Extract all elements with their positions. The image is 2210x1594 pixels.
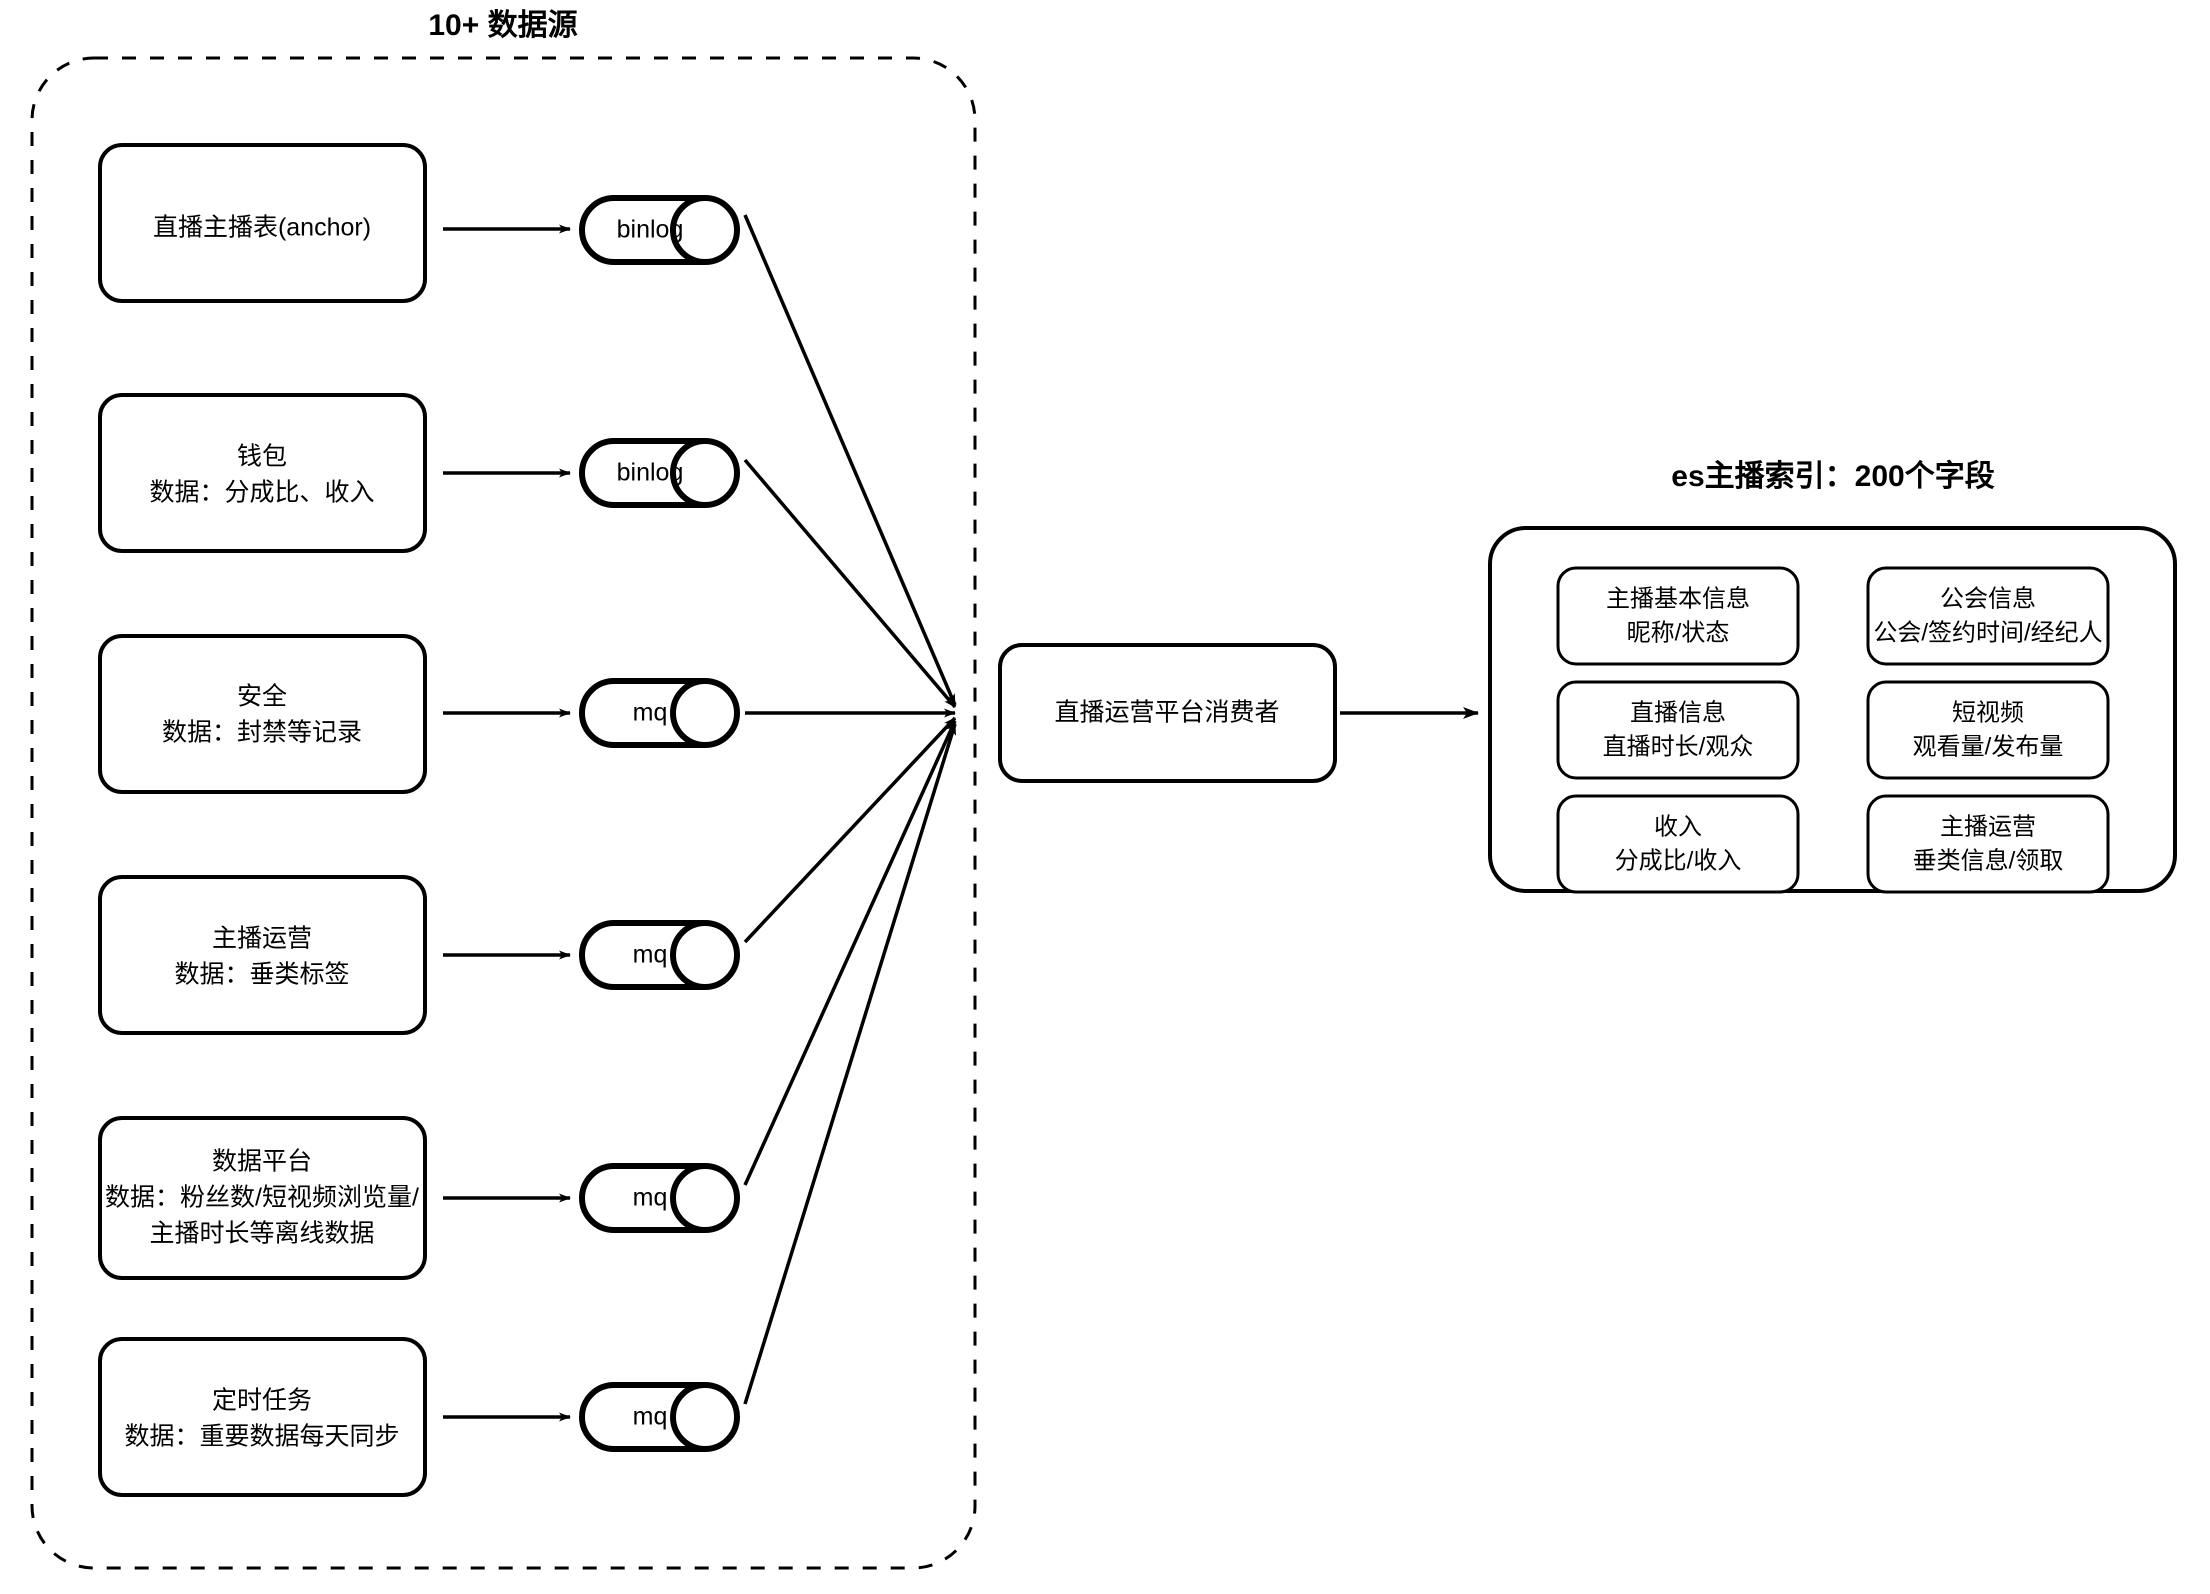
queue-label: mq <box>633 941 668 969</box>
es-field-line-1: 直播信息 <box>1630 699 1726 726</box>
source-label-line-1: 定时任务 <box>212 1387 312 1415</box>
source-label-line-2: 数据：分成比、收入 <box>149 479 374 507</box>
es-field-line-1: 主播基本信息 <box>1606 585 1750 612</box>
es-field-line-2: 昵称/状态 <box>1627 619 1730 646</box>
source-box-scheduled-task[interactable]: 定时任务 数据：重要数据每天同步 <box>98 1337 427 1497</box>
es-field-anchor-operation[interactable]: 主播运营 垂类信息/领取 <box>1866 794 2110 894</box>
source-box-wallet[interactable]: 钱包 数据：分成比、收入 <box>98 393 427 553</box>
source-box-anchor-operation[interactable]: 主播运营 数据：垂类标签 <box>98 875 427 1035</box>
source-label-line-2: 数据：粉丝数/短视频浏览量/ <box>105 1184 419 1212</box>
es-field-line-1: 公会信息 <box>1940 585 2036 612</box>
sources-group-title: 10+ 数据源 <box>428 9 577 42</box>
queue-cylinder-mq-2[interactable]: mq <box>579 920 740 990</box>
consumer-box[interactable]: 直播运营平台消费者 <box>998 643 1337 783</box>
queue-cylinder-mq-4[interactable]: mq <box>579 1382 740 1452</box>
es-field-live-info[interactable]: 直播信息 直播时长/观众 <box>1556 680 1800 780</box>
es-field-line-2: 公会/签约时间/经纪人 <box>1873 619 2102 646</box>
es-field-guild-info[interactable]: 公会信息 公会/签约时间/经纪人 <box>1866 566 2110 666</box>
consumer-label: 直播运营平台消费者 <box>1054 699 1279 727</box>
source-label-line-1: 钱包 <box>237 443 287 471</box>
es-field-line-1: 收入 <box>1654 813 1702 840</box>
queue-cylinder-mq-1[interactable]: mq <box>579 678 740 748</box>
queue-label: mq <box>633 699 668 727</box>
es-field-anchor-basic-info[interactable]: 主播基本信息 昵称/状态 <box>1556 566 1800 666</box>
es-field-line-2: 分成比/收入 <box>1615 847 1742 874</box>
sources-group-border <box>30 56 977 1570</box>
queue-label: mq <box>633 1184 668 1212</box>
queue-cylinder-binlog-2[interactable]: binlog <box>579 438 740 508</box>
source-label-line-2: 数据：重要数据每天同步 <box>124 1423 399 1451</box>
es-field-line-1: 短视频 <box>1952 699 2024 726</box>
es-field-revenue[interactable]: 收入 分成比/收入 <box>1556 794 1800 894</box>
source-box-data-platform[interactable]: 数据平台 数据：粉丝数/短视频浏览量/ 主播时长等离线数据 <box>98 1116 427 1280</box>
source-box-security[interactable]: 安全 数据：封禁等记录 <box>98 634 427 794</box>
source-label-line-1: 直播主播表(anchor) <box>153 214 371 242</box>
es-field-short-video[interactable]: 短视频 观看量/发布量 <box>1866 680 2110 780</box>
es-field-line-2: 垂类信息/领取 <box>1913 847 2064 874</box>
source-label-line-2: 数据：垂类标签 <box>174 961 349 989</box>
queue-label: mq <box>633 1403 668 1431</box>
source-box-anchor-table[interactable]: 直播主播表(anchor) <box>98 143 427 303</box>
source-label-line-3: 主播时长等离线数据 <box>149 1220 374 1248</box>
source-label-line-2: 数据：封禁等记录 <box>162 719 362 747</box>
es-field-line-1: 主播运营 <box>1940 813 2036 840</box>
source-label-line-1: 安全 <box>237 683 287 711</box>
queue-label: binlog <box>617 216 684 244</box>
queue-cylinder-mq-3[interactable]: mq <box>579 1163 740 1233</box>
converging-edges <box>743 214 957 1405</box>
source-label-line-1: 主播运营 <box>212 925 312 953</box>
es-index-title: es主播索引：200个字段 <box>1671 459 1994 493</box>
queue-cylinder-binlog-1[interactable]: binlog <box>579 195 740 265</box>
queue-label: binlog <box>617 459 684 487</box>
es-field-line-2: 观看量/发布量 <box>1913 733 2064 760</box>
source-label-line-1: 数据平台 <box>212 1148 312 1176</box>
es-field-line-2: 直播时长/观众 <box>1603 733 1754 760</box>
